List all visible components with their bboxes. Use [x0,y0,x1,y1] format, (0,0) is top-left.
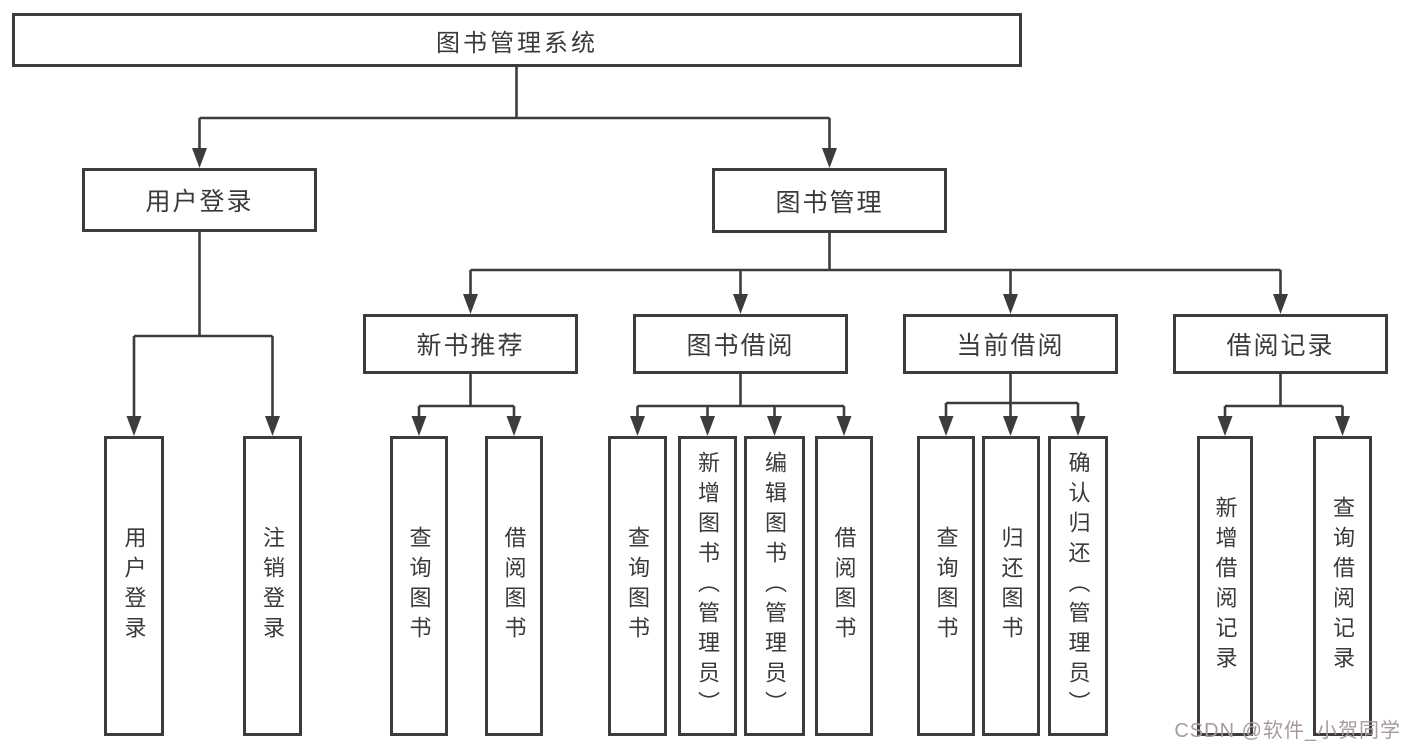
tree-node-label: 注销登录 [260,526,286,646]
tree-node-label: 当前借阅 [956,332,1065,360]
arrowhead-icon [630,416,645,436]
tree-node-current-borrow: 当前借阅 [903,314,1118,374]
arrowhead-icon [1335,416,1350,436]
tree-node-label: 新增借阅记录 [1212,496,1238,676]
tree-node-label: 图书借阅 [686,332,795,360]
arrowhead-icon [836,416,852,436]
tree-node-label: 新增图书（管理员） [695,451,721,721]
tree-node-query-books-2: 查询图书 [608,436,667,736]
tree-node-label: 借阅图书 [831,526,857,646]
arrowhead-icon [411,416,427,436]
tree-node-label: 用户登录 [121,526,147,646]
arrowhead-icon [1003,294,1018,314]
arrowhead-icon [463,294,478,314]
arrowhead-icon [733,294,748,314]
tree-node-borrow-books-2: 借阅图书 [815,436,873,736]
tree-node-label: 查询借阅记录 [1330,496,1356,676]
arrowhead-icon [938,416,954,436]
tree-node-add-borrow-record: 新增借阅记录 [1197,436,1253,736]
tree-node-return-books: 归还图书 [982,436,1040,736]
tree-node-label: 新书推荐 [416,332,525,360]
tree-node-root: 图书管理系统 [12,13,1022,67]
tree-node-new-book-rec: 新书推荐 [363,314,578,374]
tree-node-book-borrow: 图书借阅 [633,314,848,374]
arrowhead-icon [822,148,837,168]
tree-node-label: 图书管理系统 [436,29,598,57]
tree-node-query-books-1: 查询图书 [390,436,448,736]
arrowhead-icon [192,148,207,168]
tree-node-label: 用户登录 [145,188,254,216]
tree-node-label: 查询图书 [933,526,959,646]
arrowhead-icon [767,416,782,436]
tree-node-query-books-3: 查询图书 [917,436,975,736]
arrowhead-icon [506,416,522,436]
tree-node-user-login: 用户登录 [82,168,317,232]
arrowhead-icon [1217,416,1233,436]
tree-node-confirm-return: 确认归还（管理员） [1048,436,1108,736]
arrowhead-icon [1003,416,1018,436]
tree-node-book-mgmt: 图书管理 [712,168,947,233]
tree-node-edit-books: 编辑图书（管理员） [744,436,805,736]
tree-node-borrow-books-1: 借阅图书 [485,436,543,736]
arrowhead-icon [126,416,142,436]
arrowhead-icon [1273,294,1288,314]
tree-node-query-borrow-record: 查询借阅记录 [1313,436,1372,736]
tree-node-borrow-record: 借阅记录 [1173,314,1388,374]
tree-node-label: 编辑图书（管理员） [762,451,788,721]
tree-node-user-login-leaf: 用户登录 [104,436,164,736]
arrowhead-icon [700,416,715,436]
tree-node-label: 查询图书 [625,526,651,646]
tree-node-logout-leaf: 注销登录 [243,436,302,736]
tree-node-label: 确认归还（管理员） [1065,451,1091,721]
tree-node-label: 查询图书 [406,526,432,646]
tree-node-add-books: 新增图书（管理员） [678,436,737,736]
arrowhead-icon [265,416,280,436]
watermark: CSDN @软件_小贺同学 [1174,720,1401,742]
arrowhead-icon [1070,416,1086,436]
tree-node-label: 归还图书 [998,526,1024,646]
tree-node-label: 借阅图书 [501,526,527,646]
tree-node-label: 图书管理 [775,188,884,217]
tree-node-label: 借阅记录 [1226,332,1335,360]
